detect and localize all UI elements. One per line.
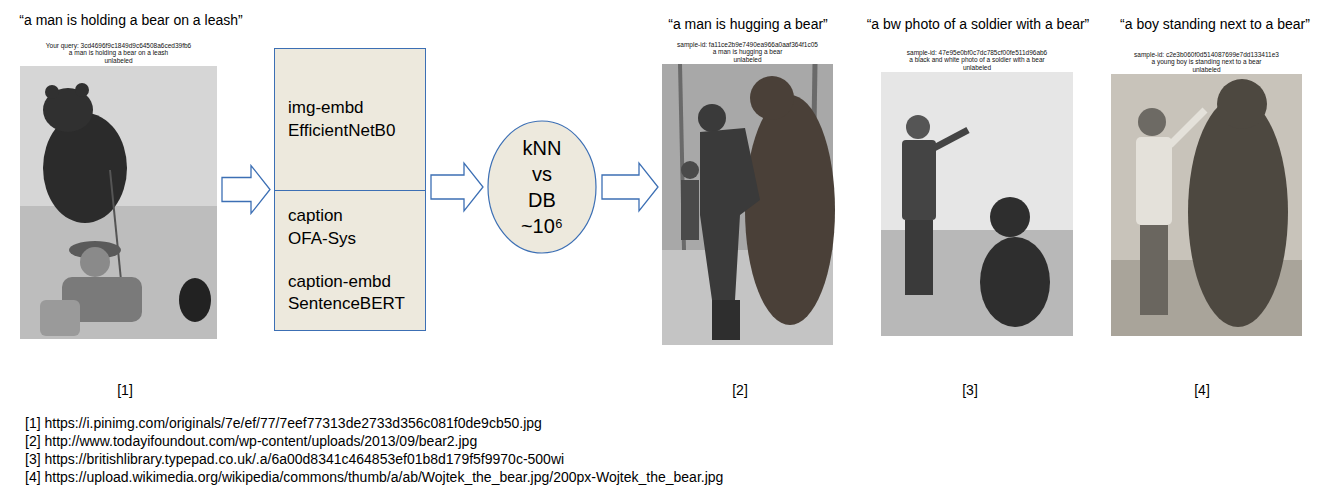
bear-head — [990, 197, 1030, 237]
callout-number: [4] — [1194, 382, 1210, 398]
header-text: sample-id: 47e95e0bf0c7dc785cf00fe511d96… — [907, 49, 1047, 56]
bear-head — [750, 76, 794, 120]
bear-ear — [75, 83, 89, 97]
model-section: img-embd EfficientNetB0 — [275, 49, 425, 190]
photo-ground — [20, 66, 217, 339]
image-header: Your query: 3cd4696f9c1849d9c64508a6ced3… — [20, 40, 217, 66]
man-body — [700, 128, 760, 300]
header-text: unlabeled — [963, 64, 991, 71]
model-text: caption OFA-Sys — [288, 205, 359, 251]
header-text: Your query: 3cd4696f9c1849d9c64508a6ced3… — [46, 42, 191, 49]
photo-background — [1111, 74, 1302, 336]
image-header: sample-id: c2e3b060f0d514087699e7dd13341… — [1111, 50, 1302, 74]
result-caption: “a man is hugging a bear” — [668, 16, 828, 32]
bear-ear — [45, 85, 59, 99]
callout-number: [1] — [117, 382, 133, 398]
photo-sky — [881, 72, 1073, 336]
knn-ellipse: kNN vs DB ~10⁶ — [487, 120, 597, 254]
background-figure — [681, 180, 699, 240]
reference-note: [3] https://britishlibrary.typepad.co.uk… — [25, 451, 564, 467]
model-section: caption OFA-Sys caption-embd SentenceBERT — [275, 190, 425, 330]
bear-body — [745, 95, 835, 325]
header-text: a black and white photo of a soldier wit… — [909, 56, 1045, 63]
soldier-legs — [905, 220, 933, 295]
boy-head — [1138, 108, 1166, 136]
header-text: sample-id: fa11ce2b9e7490ea966a0aaf364f1… — [677, 41, 818, 48]
leash — [110, 170, 122, 290]
background-figure — [681, 161, 699, 179]
photo-result — [881, 72, 1073, 336]
header-text: sample-id: c2e3b060f0d514087699e7dd13341… — [1134, 51, 1279, 58]
photo-card: “a man is holding a bear on a leash”Your… — [20, 40, 217, 340]
man-legs — [40, 300, 80, 336]
reference-note: [2] http://www.todayifoundout.com/wp-con… — [25, 433, 477, 449]
result-caption: “a man is holding a bear on a leash” — [19, 12, 242, 28]
image-header: sample-id: fa11ce2b9e7490ea966a0aaf364f1… — [662, 40, 833, 64]
knn-text: kNN vs DB ~10⁶ — [520, 135, 565, 239]
bear-body — [980, 237, 1050, 327]
reference-note: [4] https://upload.wikimedia.org/wikiped… — [25, 469, 723, 485]
result-caption: “a bw photo of a soldier with a bear” — [867, 16, 1090, 32]
result-caption: “a boy standing next to a bear” — [1120, 16, 1310, 32]
callout-number: [3] — [962, 382, 978, 398]
dog — [179, 278, 211, 322]
ellipse-body: kNN vs DB ~10⁶ — [487, 120, 597, 254]
photo-card: “a boy standing next to a bear”sample-id… — [1111, 50, 1302, 336]
boy-body — [1136, 137, 1172, 225]
soldier-arm — [934, 130, 968, 148]
model-box: img-embd EfficientNetB0caption OFA-Sysca… — [274, 48, 426, 331]
block-arrow — [222, 166, 270, 214]
boy-legs — [1140, 225, 1168, 315]
photo-result — [1111, 74, 1302, 336]
soldier-head — [906, 115, 930, 139]
callout-number: [2] — [732, 382, 748, 398]
header-text: a man is hugging a bear — [713, 48, 783, 55]
soldier-body — [902, 140, 936, 220]
reference-note: [1] https://i.pinimg.com/originals/7e/ef… — [25, 415, 542, 431]
photo-query — [20, 66, 217, 339]
photo-result — [662, 64, 835, 345]
block-arrow — [602, 163, 658, 211]
model-text: caption-embd SentenceBERT — [288, 271, 407, 317]
header-text: a man is holding a bear on a leash — [69, 49, 168, 56]
man-head — [698, 104, 726, 132]
header-text: unlabeled — [1192, 66, 1220, 73]
photo-card: “a bw photo of a soldier with a bear”sam… — [881, 48, 1073, 336]
ellipse-shape — [488, 121, 596, 253]
man-legs — [712, 300, 740, 340]
bear-head — [1217, 79, 1267, 129]
image-header: sample-id: 47e95e0bf0c7dc785cf00fe511d96… — [881, 48, 1073, 72]
bear-body — [1188, 97, 1288, 327]
header-text: unlabeled — [733, 56, 761, 63]
boy-arm — [1170, 110, 1205, 145]
man-head — [80, 247, 110, 277]
model-text: img-embd EfficientNetB0 — [288, 97, 398, 143]
header-text: unlabeled — [104, 57, 132, 64]
photo-card: “a man is hugging a bear”sample-id: fa11… — [662, 40, 833, 345]
block-arrow — [431, 163, 483, 211]
header-text: a young boy is standing next to a bear — [1152, 58, 1262, 65]
